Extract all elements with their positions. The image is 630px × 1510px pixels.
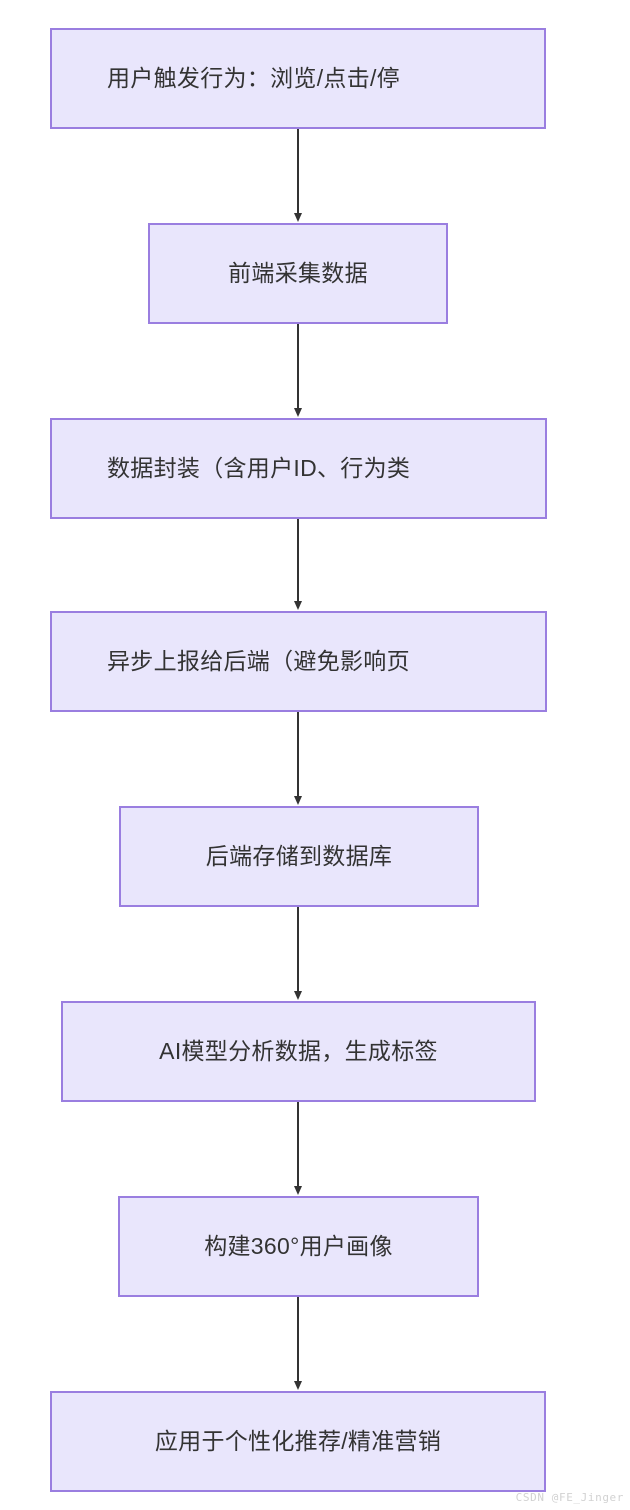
flow-node-user-profile[interactable]: 构建360°用户画像 <box>118 1196 479 1297</box>
flow-node-ai-analysis[interactable]: AI模型分析数据，生成标签 <box>61 1001 536 1102</box>
flow-node-async-report[interactable]: 异步上报给后端（避免影响页 <box>50 611 547 712</box>
flow-node-label: 应用于个性化推荐/精准营销 <box>154 1427 442 1454</box>
flow-node-label: 用户触发行为：浏览/点击/停 <box>107 64 400 91</box>
flow-node-backend-storage[interactable]: 后端存储到数据库 <box>119 806 479 907</box>
flow-node-user-trigger[interactable]: 用户触发行为：浏览/点击/停 <box>50 28 546 129</box>
flow-node-data-packaging[interactable]: 数据封装（含用户ID、行为类 <box>50 418 547 519</box>
watermark: CSDN @FE_Jinger <box>515 1491 624 1504</box>
flow-node-label: 前端采集数据 <box>228 259 368 286</box>
flow-node-label: 数据封装（含用户ID、行为类 <box>107 454 411 481</box>
flow-node-frontend-collect[interactable]: 前端采集数据 <box>148 223 448 324</box>
flow-node-label: 构建360°用户画像 <box>204 1232 393 1259</box>
flow-node-label: 后端存储到数据库 <box>205 842 393 869</box>
flow-node-application[interactable]: 应用于个性化推荐/精准营销 <box>50 1391 546 1492</box>
flow-node-label: AI模型分析数据，生成标签 <box>159 1037 438 1064</box>
flow-node-label: 异步上报给后端（避免影响页 <box>107 647 410 674</box>
